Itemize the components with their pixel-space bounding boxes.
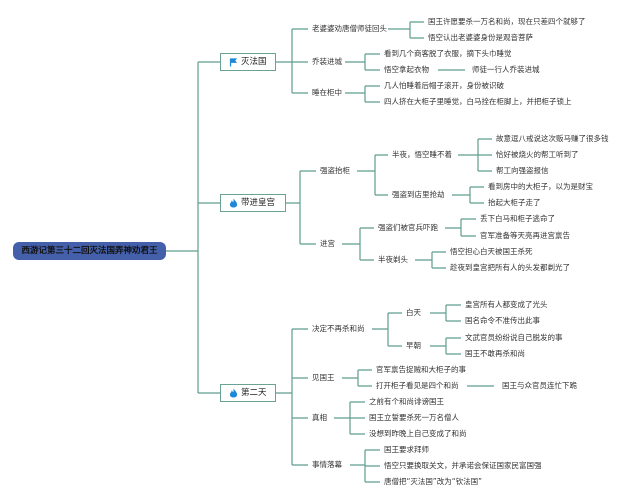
topic-node[interactable]: 悟空只要换取关文，并承诺会保证国家民富国强 [384,461,542,470]
topic-node[interactable]: 趁夜到皇宫把所有人的头发都剃光了 [450,263,570,272]
branch-label: 灭法国 [241,57,267,67]
topic-node[interactable]: 官军禀告捉贼和大柜子的事 [376,365,466,374]
topic-node[interactable]: 悟空拿起衣物 [384,65,429,74]
topic-node[interactable]: 见国王 [312,373,335,382]
topic-node[interactable]: 事情落幕 [312,460,342,469]
topic-node[interactable]: 强盗抬柜 [320,166,350,175]
topic-node[interactable]: 进宫 [320,239,335,248]
branch-label: 第二天 [241,388,267,398]
branch-di-er-tian[interactable]: 第二天 [220,384,276,402]
topic-node[interactable]: 国名命令不准传出此事 [465,316,540,325]
topic-node[interactable]: 帮工向强盗报信 [496,166,549,175]
topic-node[interactable]: 师徒一行人乔装进城 [472,65,540,74]
topic-node[interactable]: 没想到昨晚上自己变成了和尚 [369,429,467,438]
topic-node[interactable]: 乔装进城 [312,57,342,66]
topic-node[interactable]: 抬起大柜子走了 [488,198,541,207]
topic-node[interactable]: 国王许愿要杀一万名和尚，现在只差四个就够了 [428,17,586,26]
branch-label: 带进皇宫 [241,198,276,208]
topic-node[interactable]: 早朝 [406,341,421,350]
topic-node[interactable]: 国王与众官员连忙下跪 [502,381,577,390]
topic-node[interactable]: 看到几个商客脱了衣服，摘下头巾睡觉 [384,49,512,58]
topic-node[interactable]: 强盗到店里抢劫 [392,190,445,199]
topic-node[interactable]: 强盗们被官兵吓跑 [378,223,438,232]
topic-node[interactable]: 老婆婆劝唐僧师徒回头 [312,24,387,33]
branch-dai-jin-huang-gong[interactable]: 带进皇宫 [220,194,286,212]
topic-node[interactable]: 看到房中的大柜子，以为是财宝 [488,182,593,191]
topic-node[interactable]: 几人怕睡着后帽子滚开，身份被识破 [384,81,504,90]
topic-node[interactable]: 恰好被烧火的帮工听到了 [496,150,579,159]
topic-node[interactable]: 丢下白马和柜子逃命了 [480,214,555,223]
topic-node[interactable]: 四人挤在大柜子里睡觉，白马拴在柜脚上，并把柜子锁上 [384,97,572,106]
topic-node[interactable]: 文武官员纷纷说自己脱发的事 [465,333,563,342]
topic-node[interactable]: 官军准备等天亮再进宫禀告 [480,231,570,240]
topic-node[interactable]: 国王不敢再杀和尚 [465,349,525,358]
topic-node[interactable]: 真相 [312,413,327,422]
topic-node[interactable]: 唐僧把“灭法国”改为“钦法国” [384,477,483,486]
flag-icon [229,58,238,67]
branch-mie-fa-guo[interactable]: 灭法国 [220,53,276,71]
topic-node[interactable]: 悟空认出老婆婆身份是观音菩萨 [428,33,533,42]
topic-node[interactable]: 皇宫所有人都变成了光头 [465,300,548,309]
topic-node[interactable]: 打开柜子看见是四个和尚 [376,381,459,390]
topic-node[interactable]: 半夜，悟空睡不着 [392,150,452,159]
topic-node[interactable]: 悟空担心白天被国王杀死 [450,247,533,256]
topic-node[interactable]: 睡在柜中 [312,88,342,97]
topic-node[interactable]: 半夜剃头 [378,255,408,264]
topic-node[interactable]: 决定不再杀和尚 [312,324,365,333]
root-topic[interactable]: 西游记第三十二回灭法国弄神劝君王 [13,242,166,260]
topic-node[interactable]: 国王立誓要杀死一万名僧人 [369,413,459,422]
fire-icon [229,388,238,398]
topic-node[interactable]: 之前有个和尚诽谤国王 [369,397,444,406]
fire-icon [229,198,238,208]
topic-node[interactable]: 故意逗八戒说这次贩马赚了很多钱 [496,134,609,143]
topic-node[interactable]: 白天 [406,308,421,317]
topic-node[interactable]: 国王要求拜师 [384,445,429,454]
